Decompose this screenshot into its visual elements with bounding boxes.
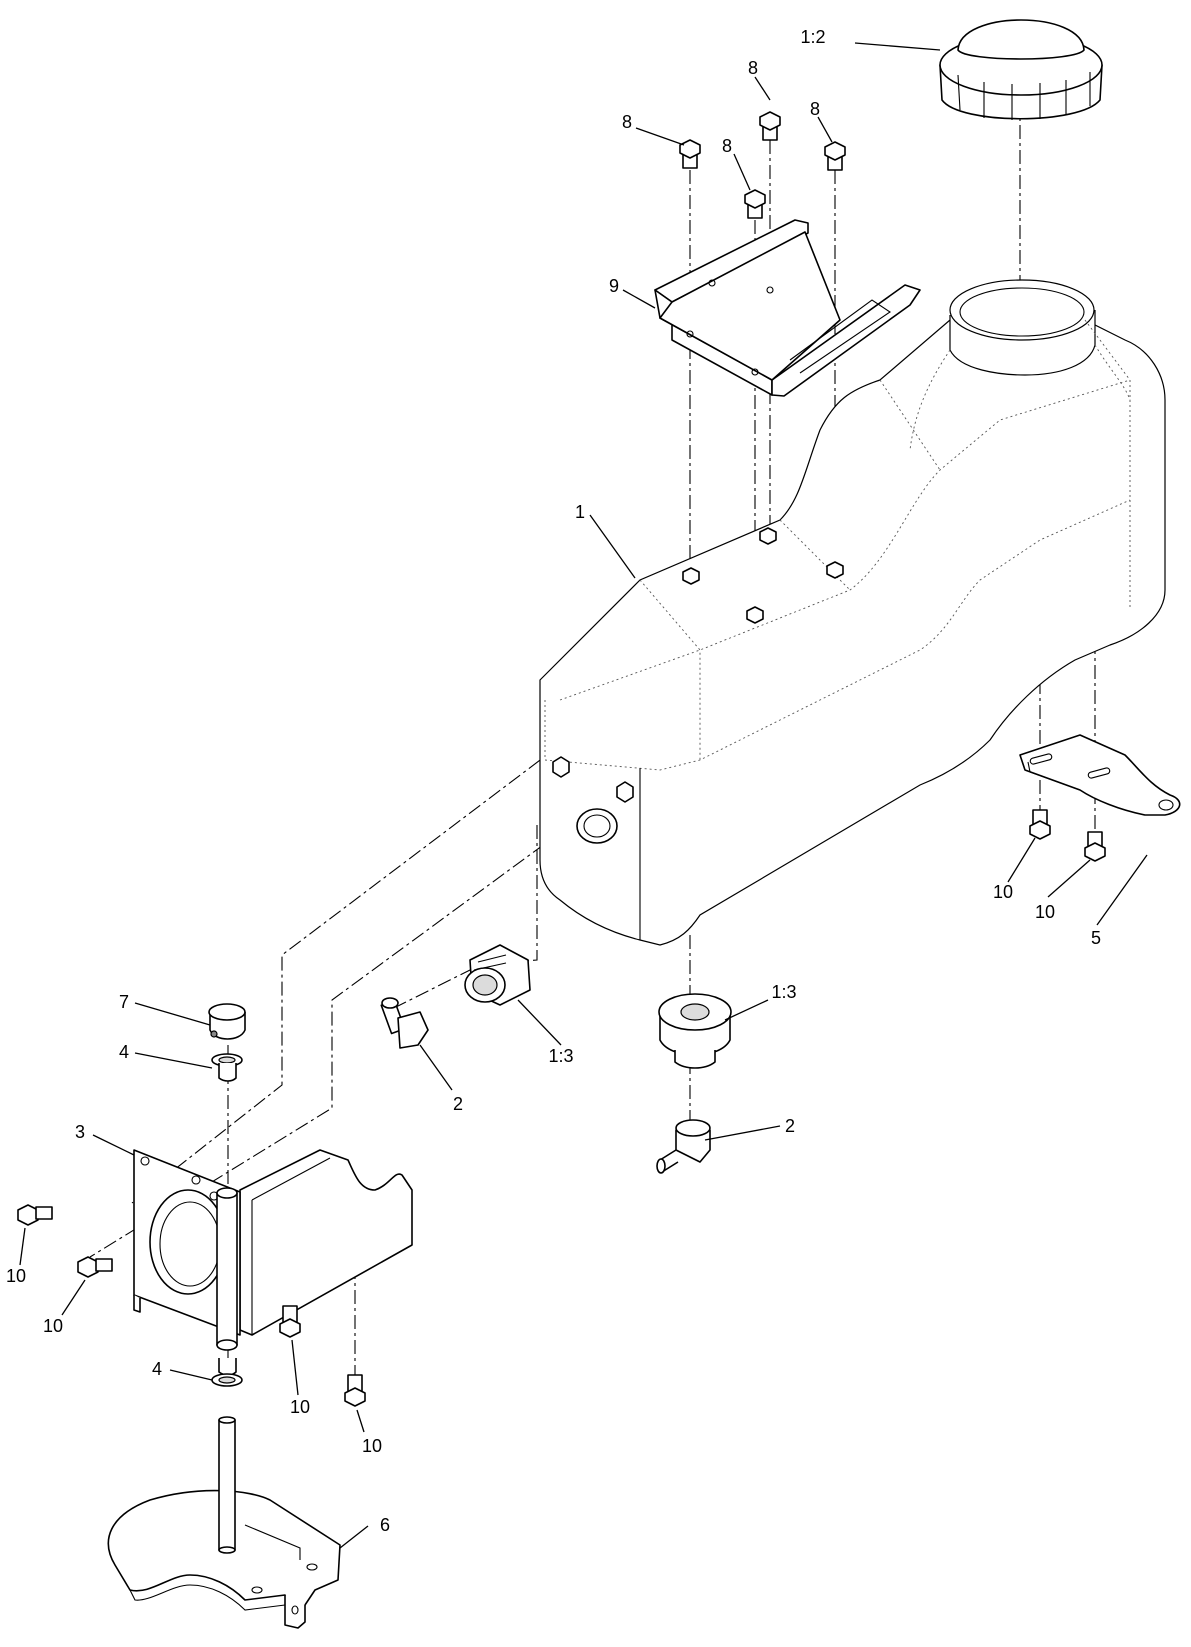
callout-10b: 10 (1035, 902, 1055, 922)
bulkhead-fitting-right (658, 993, 732, 1069)
pump-bracket-3 (133, 1149, 413, 1351)
callout-5: 5 (1091, 928, 1101, 948)
callout-9: 9 (609, 276, 619, 296)
bulkhead-fitting-left (464, 944, 531, 1006)
base-plate-6 (107, 1416, 341, 1629)
callout-3: 3 (75, 1122, 85, 1142)
callout-4-lower: 4 (152, 1359, 162, 1379)
tank-bracket-5 (1019, 734, 1181, 816)
callout-4-upper: 4 (119, 1042, 129, 1062)
bolt-8d (824, 141, 846, 171)
elbow-fitting-right (656, 1119, 711, 1174)
bushing-4-upper (211, 1053, 243, 1082)
bolts-8 (679, 111, 846, 219)
fuel-tank (539, 279, 1166, 946)
callout-8c: 8 (722, 136, 732, 156)
callout-1-3-left: 1:3 (548, 1046, 573, 1066)
bolts-10-right (1029, 809, 1106, 862)
bolts-10-left (17, 1204, 366, 1407)
callout-8d: 8 (810, 99, 820, 119)
elbow-fitting-left (380, 997, 429, 1049)
callout-10c: 10 (6, 1266, 26, 1286)
mounting-bracket (654, 219, 921, 397)
callout-8b: 8 (622, 112, 632, 132)
callout-7: 7 (119, 992, 129, 1012)
callout-2-left: 2 (453, 1094, 463, 1114)
tank-cap (939, 19, 1103, 120)
bolt-8b (759, 111, 781, 141)
leader-lines (19, 42, 1148, 1549)
callout-labels: 1:2 8 8 8 8 9 1 10 10 5 1:3 1:3 2 2 7 4 … (6, 27, 1101, 1535)
callout-1-2: 1:2 (800, 27, 825, 47)
callout-10f: 10 (362, 1436, 382, 1456)
bolt-8a (679, 139, 701, 169)
callout-6: 6 (380, 1515, 390, 1535)
callout-10a: 10 (993, 882, 1013, 902)
callout-8a: 8 (748, 58, 758, 78)
bolt-8c (744, 189, 766, 219)
cap-7 (208, 1003, 246, 1040)
callout-1: 1 (575, 502, 585, 522)
callout-2-right: 2 (785, 1116, 795, 1136)
bushing-4-lower (211, 1358, 243, 1387)
callout-10d: 10 (43, 1316, 63, 1336)
callout-1-3-right: 1:3 (771, 982, 796, 1002)
callout-10e: 10 (290, 1397, 310, 1417)
